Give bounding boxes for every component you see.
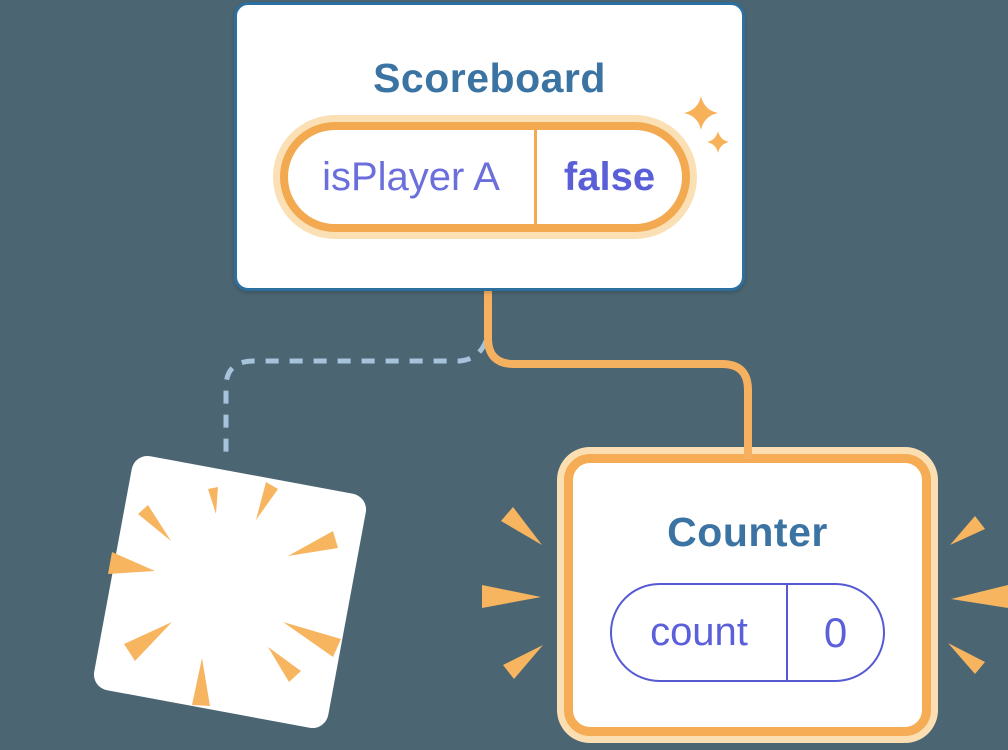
destroyed-counter-card xyxy=(93,455,367,729)
state-label: isPlayer A xyxy=(322,154,500,199)
scoreboard-title: Scoreboard xyxy=(373,55,606,101)
state-value: false xyxy=(563,154,656,199)
pill-divider xyxy=(786,585,788,680)
state-value: 0 xyxy=(823,608,848,656)
scoreboard-state-pill: isPlayer A false xyxy=(280,122,690,232)
removed-branch-dashed-connector xyxy=(223,339,489,459)
mounted-branch-connector xyxy=(484,290,752,454)
counter-title: Counter xyxy=(667,509,828,555)
scoreboard-component-card: Scoreboard isPlayer A false xyxy=(234,2,745,291)
poof-burst-icon xyxy=(108,482,341,706)
pill-divider xyxy=(534,130,537,224)
counter-state-pill: count 0 xyxy=(610,583,885,682)
state-label: count xyxy=(650,610,748,654)
counter-component-card: Counter count 0 xyxy=(564,454,931,736)
